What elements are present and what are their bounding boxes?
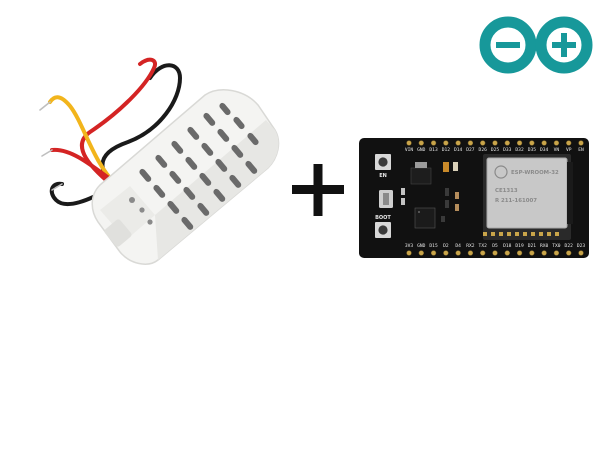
- bottom-pin-label: TX0: [552, 243, 561, 249]
- top-pin: [529, 140, 535, 146]
- top-pin: [553, 140, 560, 146]
- bottom-pin: [492, 250, 498, 256]
- top-pin-label: D13: [429, 147, 438, 153]
- smd-components: [401, 162, 459, 222]
- sensor-vents: [139, 102, 259, 230]
- top-pin-label: VIN: [405, 147, 414, 153]
- esp-wroom-module: ESP-WROOM-32 CE1313 R 211-161007: [483, 154, 573, 240]
- bottom-pin-label: D18: [503, 243, 512, 249]
- bottom-pin-label: GND: [417, 243, 426, 249]
- boot-button-label: BOOT: [375, 215, 391, 221]
- wire-yellow: [48, 95, 118, 187]
- top-pin: [516, 140, 523, 146]
- top-pin: [566, 140, 572, 146]
- top-pin-label: D14: [454, 147, 463, 153]
- module-id: R 211-161007: [495, 198, 537, 204]
- top-pin-label: D27: [466, 147, 475, 153]
- bottom-pin-label: D23: [577, 243, 586, 249]
- top-pin-label: GND: [417, 147, 426, 153]
- arduino-logo-icon: [479, 16, 593, 74]
- bottom-pin: [541, 250, 547, 256]
- top-pin-label: EN: [578, 147, 584, 153]
- bottom-pin: [430, 250, 437, 256]
- top-pin: [455, 140, 461, 146]
- boot-button: [375, 222, 391, 238]
- top-pin-label: D12: [442, 147, 451, 153]
- top-pin-header: [406, 140, 584, 146]
- top-pin: [430, 140, 437, 146]
- bottom-pin: [566, 250, 572, 256]
- top-pin-label: D33: [503, 147, 512, 153]
- sensor-housing: [91, 89, 280, 265]
- bottom-pin-label: 3V3: [405, 243, 414, 249]
- bottom-pin-label: D15: [429, 243, 438, 249]
- en-button: [375, 154, 391, 170]
- plus-icon: [292, 164, 344, 216]
- wire-black-2: [49, 181, 112, 207]
- bottom-pin-label: D19: [515, 243, 524, 249]
- en-button-label: EN: [379, 173, 387, 179]
- bottom-pin: [480, 250, 486, 256]
- sensor-side-holes: [129, 197, 153, 225]
- module-cert: CE1313: [495, 188, 518, 194]
- voltage-regulator: [410, 162, 432, 185]
- top-pin: [578, 140, 584, 146]
- top-pin-label: VP: [566, 147, 572, 153]
- bottom-pin-label: D5: [492, 243, 498, 249]
- top-pin: [443, 140, 449, 146]
- top-pin-label: VN: [554, 147, 560, 153]
- bottom-pin-label: RX0: [540, 243, 549, 249]
- top-pin: [541, 140, 547, 146]
- top-pin-label: D34: [540, 147, 549, 153]
- bottom-pin-label: RX2: [466, 243, 475, 249]
- bottom-pin-label: D4: [455, 243, 461, 249]
- top-pin: [504, 140, 510, 146]
- bottom-pin: [418, 250, 424, 256]
- bottom-pin-header: [406, 250, 584, 256]
- top-pin: [492, 140, 498, 146]
- bottom-pin: [578, 250, 584, 256]
- bottom-pin: [443, 250, 449, 256]
- bottom-pin: [516, 250, 523, 256]
- bottom-pin: [467, 250, 474, 256]
- bottom-pin: [529, 250, 535, 256]
- top-pin: [480, 140, 486, 146]
- bottom-pin: [406, 250, 412, 256]
- temperature-humidity-sensor: [39, 57, 280, 265]
- bottom-pin-label: D22: [565, 243, 574, 249]
- bottom-pin: [553, 250, 560, 256]
- top-pin-label: D25: [491, 147, 500, 153]
- bottom-pin-label: D21: [528, 243, 537, 249]
- top-pin: [406, 140, 412, 146]
- bottom-pin: [504, 250, 510, 256]
- bottom-pin-label: TX2: [479, 243, 488, 249]
- top-pin: [418, 140, 424, 146]
- module-name: ESP-WROOM-32: [511, 170, 559, 176]
- top-pin-label: D32: [515, 147, 524, 153]
- top-pin-label: D35: [528, 147, 537, 153]
- wire-red-2: [50, 147, 116, 184]
- top-pin: [467, 140, 474, 146]
- wire-red: [79, 57, 157, 192]
- usb-port: [379, 190, 393, 208]
- top-pin-label: D26: [479, 147, 488, 153]
- sensor-wires: [39, 57, 183, 207]
- usb-uart-chip: [414, 207, 436, 229]
- bottom-pin: [455, 250, 461, 256]
- bottom-pin-label: D2: [443, 243, 449, 249]
